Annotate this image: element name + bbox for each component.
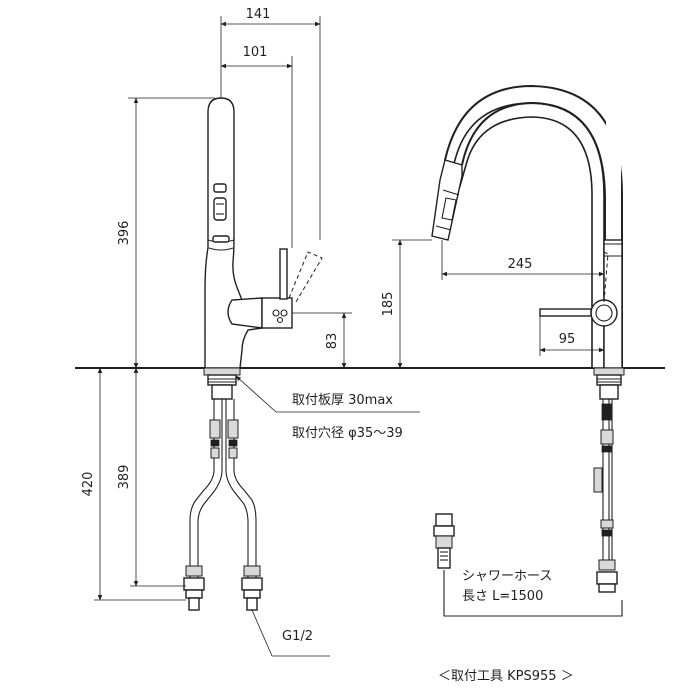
shower-hose-assembly [433,399,623,617]
hose-note-line1: シャワーホース [462,569,552,584]
dim-389-label: 389 [117,465,132,490]
dim-420-label: 420 [81,472,96,497]
dim-101-label: 101 [243,45,268,60]
plate-thickness-note: 取付板厚 30max [292,393,393,408]
dim-185-label: 185 [381,292,396,317]
faucet-side-view [203,97,323,400]
dimension-lines [94,16,605,657]
tool-note: ＜取付工具 KPS955 ＞ [438,669,574,684]
supply-hoses [183,399,263,611]
dim-141-label: 141 [246,7,271,22]
dim-245-label: 245 [508,257,533,272]
dim-83-label: 83 [325,333,340,350]
dim-95-label: 95 [559,332,576,347]
hose-note-line2: 長さ L=1500 [462,589,543,604]
hole-diameter-note: 取付穴径 φ35～39 [292,426,403,441]
dim-396-label: 396 [117,221,132,246]
thread-note: G1/2 [282,629,313,644]
faucet-front-view [431,84,625,400]
